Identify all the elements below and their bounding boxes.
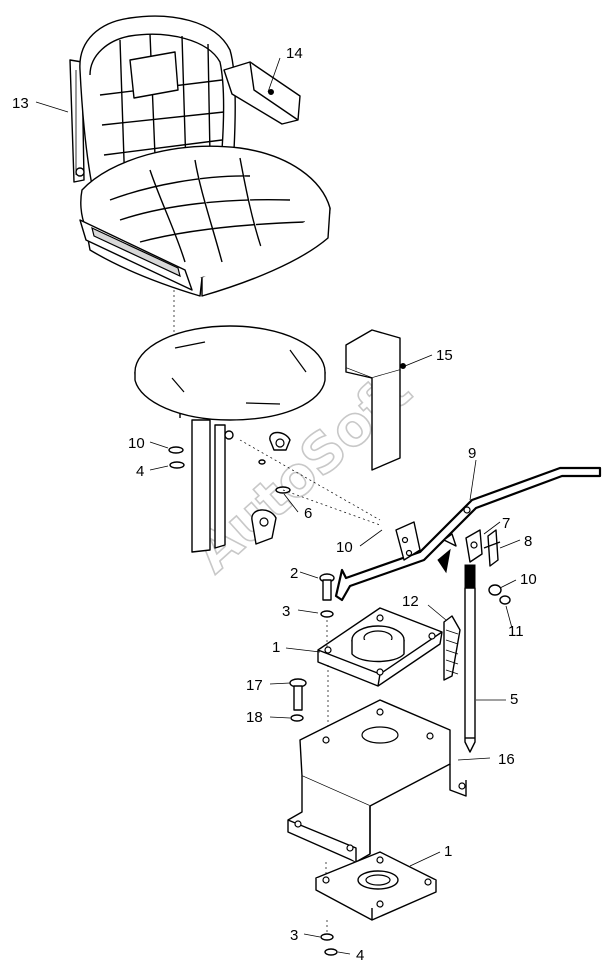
pin-rod (464, 587, 476, 753)
callout-12: 12 (402, 593, 419, 610)
callout-10-lever: 10 (336, 539, 353, 556)
callout-18: 18 (246, 709, 263, 726)
callout-1-lower: 1 (444, 843, 452, 860)
callout-9: 9 (468, 445, 476, 462)
spring (443, 615, 461, 681)
callout-6: 6 (304, 505, 312, 522)
callout-8: 8 (524, 533, 532, 550)
callout-17: 17 (246, 677, 263, 694)
callout-5: 5 (510, 691, 518, 708)
callout-11: 11 (508, 623, 524, 640)
callout-2: 2 (290, 565, 298, 582)
callout-1-upper: 1 (272, 639, 280, 656)
callout-4-plate: 4 (136, 463, 144, 480)
callout-7: 7 (502, 515, 510, 532)
callout-16: 16 (498, 751, 515, 768)
seat-assembly (69, 15, 331, 297)
bearing-plate-lower (315, 851, 437, 921)
callout-10-plate: 10 (128, 435, 145, 452)
callout-3-lower: 3 (290, 927, 298, 944)
screw-17 (289, 665, 329, 735)
bearing-plate-upper (317, 607, 443, 687)
screw-2 (319, 573, 335, 648)
callout-15: 15 (436, 347, 453, 364)
callout-3-upper: 3 (282, 603, 290, 620)
callouts: 13 14 15 10 4 6 9 7 8 10 10 11 2 3 12 1 … (12, 45, 537, 964)
leader-lines (35, 57, 521, 955)
link-parts (464, 529, 501, 588)
callout-14: 14 (286, 45, 303, 62)
callout-13: 13 (12, 95, 29, 112)
callout-10-pin: 10 (520, 571, 537, 588)
release-lever (334, 466, 602, 602)
swivel-plate (134, 325, 406, 553)
mounting-bracket (287, 699, 467, 863)
callout-4-lower: 4 (356, 947, 364, 964)
